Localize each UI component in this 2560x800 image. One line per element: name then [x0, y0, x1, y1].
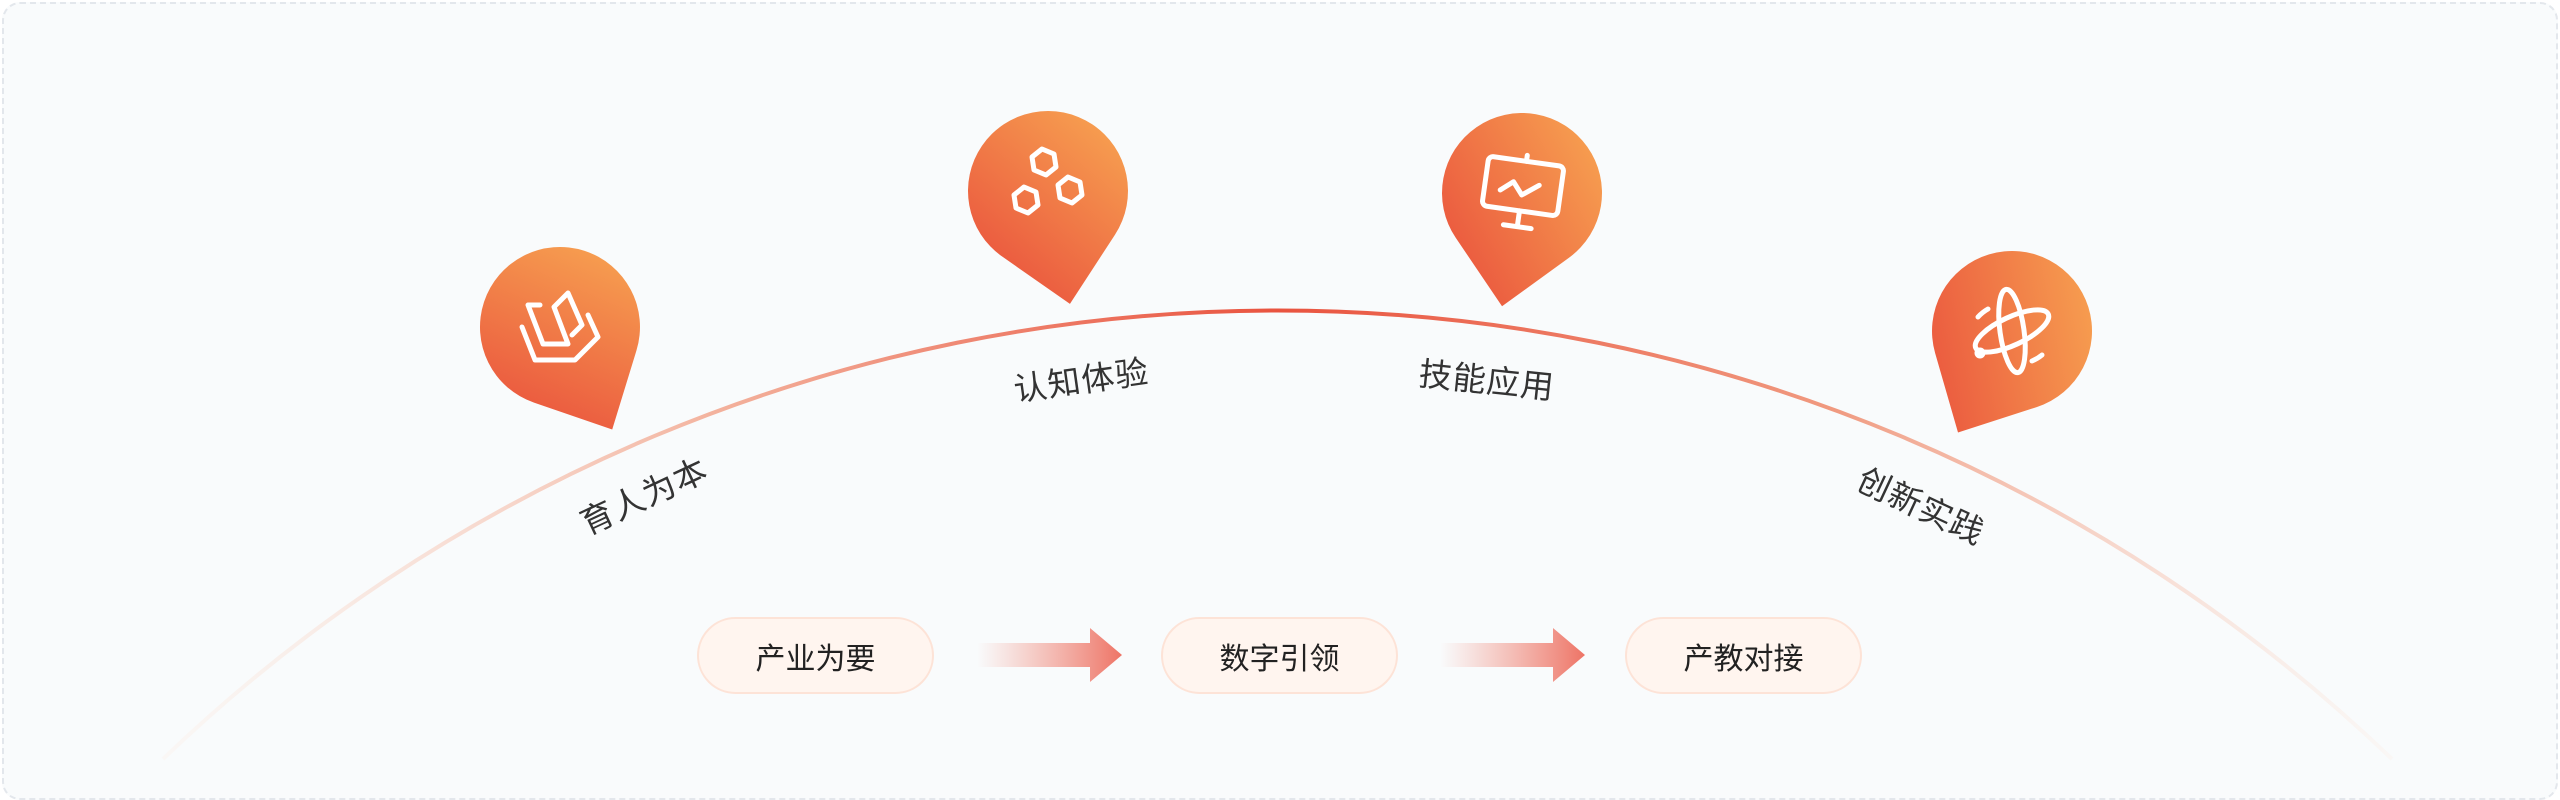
arrow-right-icon [977, 628, 1122, 682]
flow-step-2: 数字引领 [1161, 617, 1398, 694]
pin-marker-1 [480, 247, 640, 430]
pin-marker-3 [1442, 113, 1602, 307]
flow-step-1: 产业为要 [697, 617, 934, 694]
open-book-icon [519, 290, 601, 363]
atom-icon [1972, 286, 2052, 376]
pin-marker-2 [968, 111, 1128, 304]
hexagons-icon [1011, 146, 1085, 216]
arrow-right-icon [1440, 628, 1585, 682]
monitor-chart-icon [1480, 152, 1566, 232]
flow-step-3: 产教对接 [1625, 617, 1862, 694]
progress-arc [161, 308, 2394, 761]
pin-marker-4 [1932, 250, 2092, 433]
